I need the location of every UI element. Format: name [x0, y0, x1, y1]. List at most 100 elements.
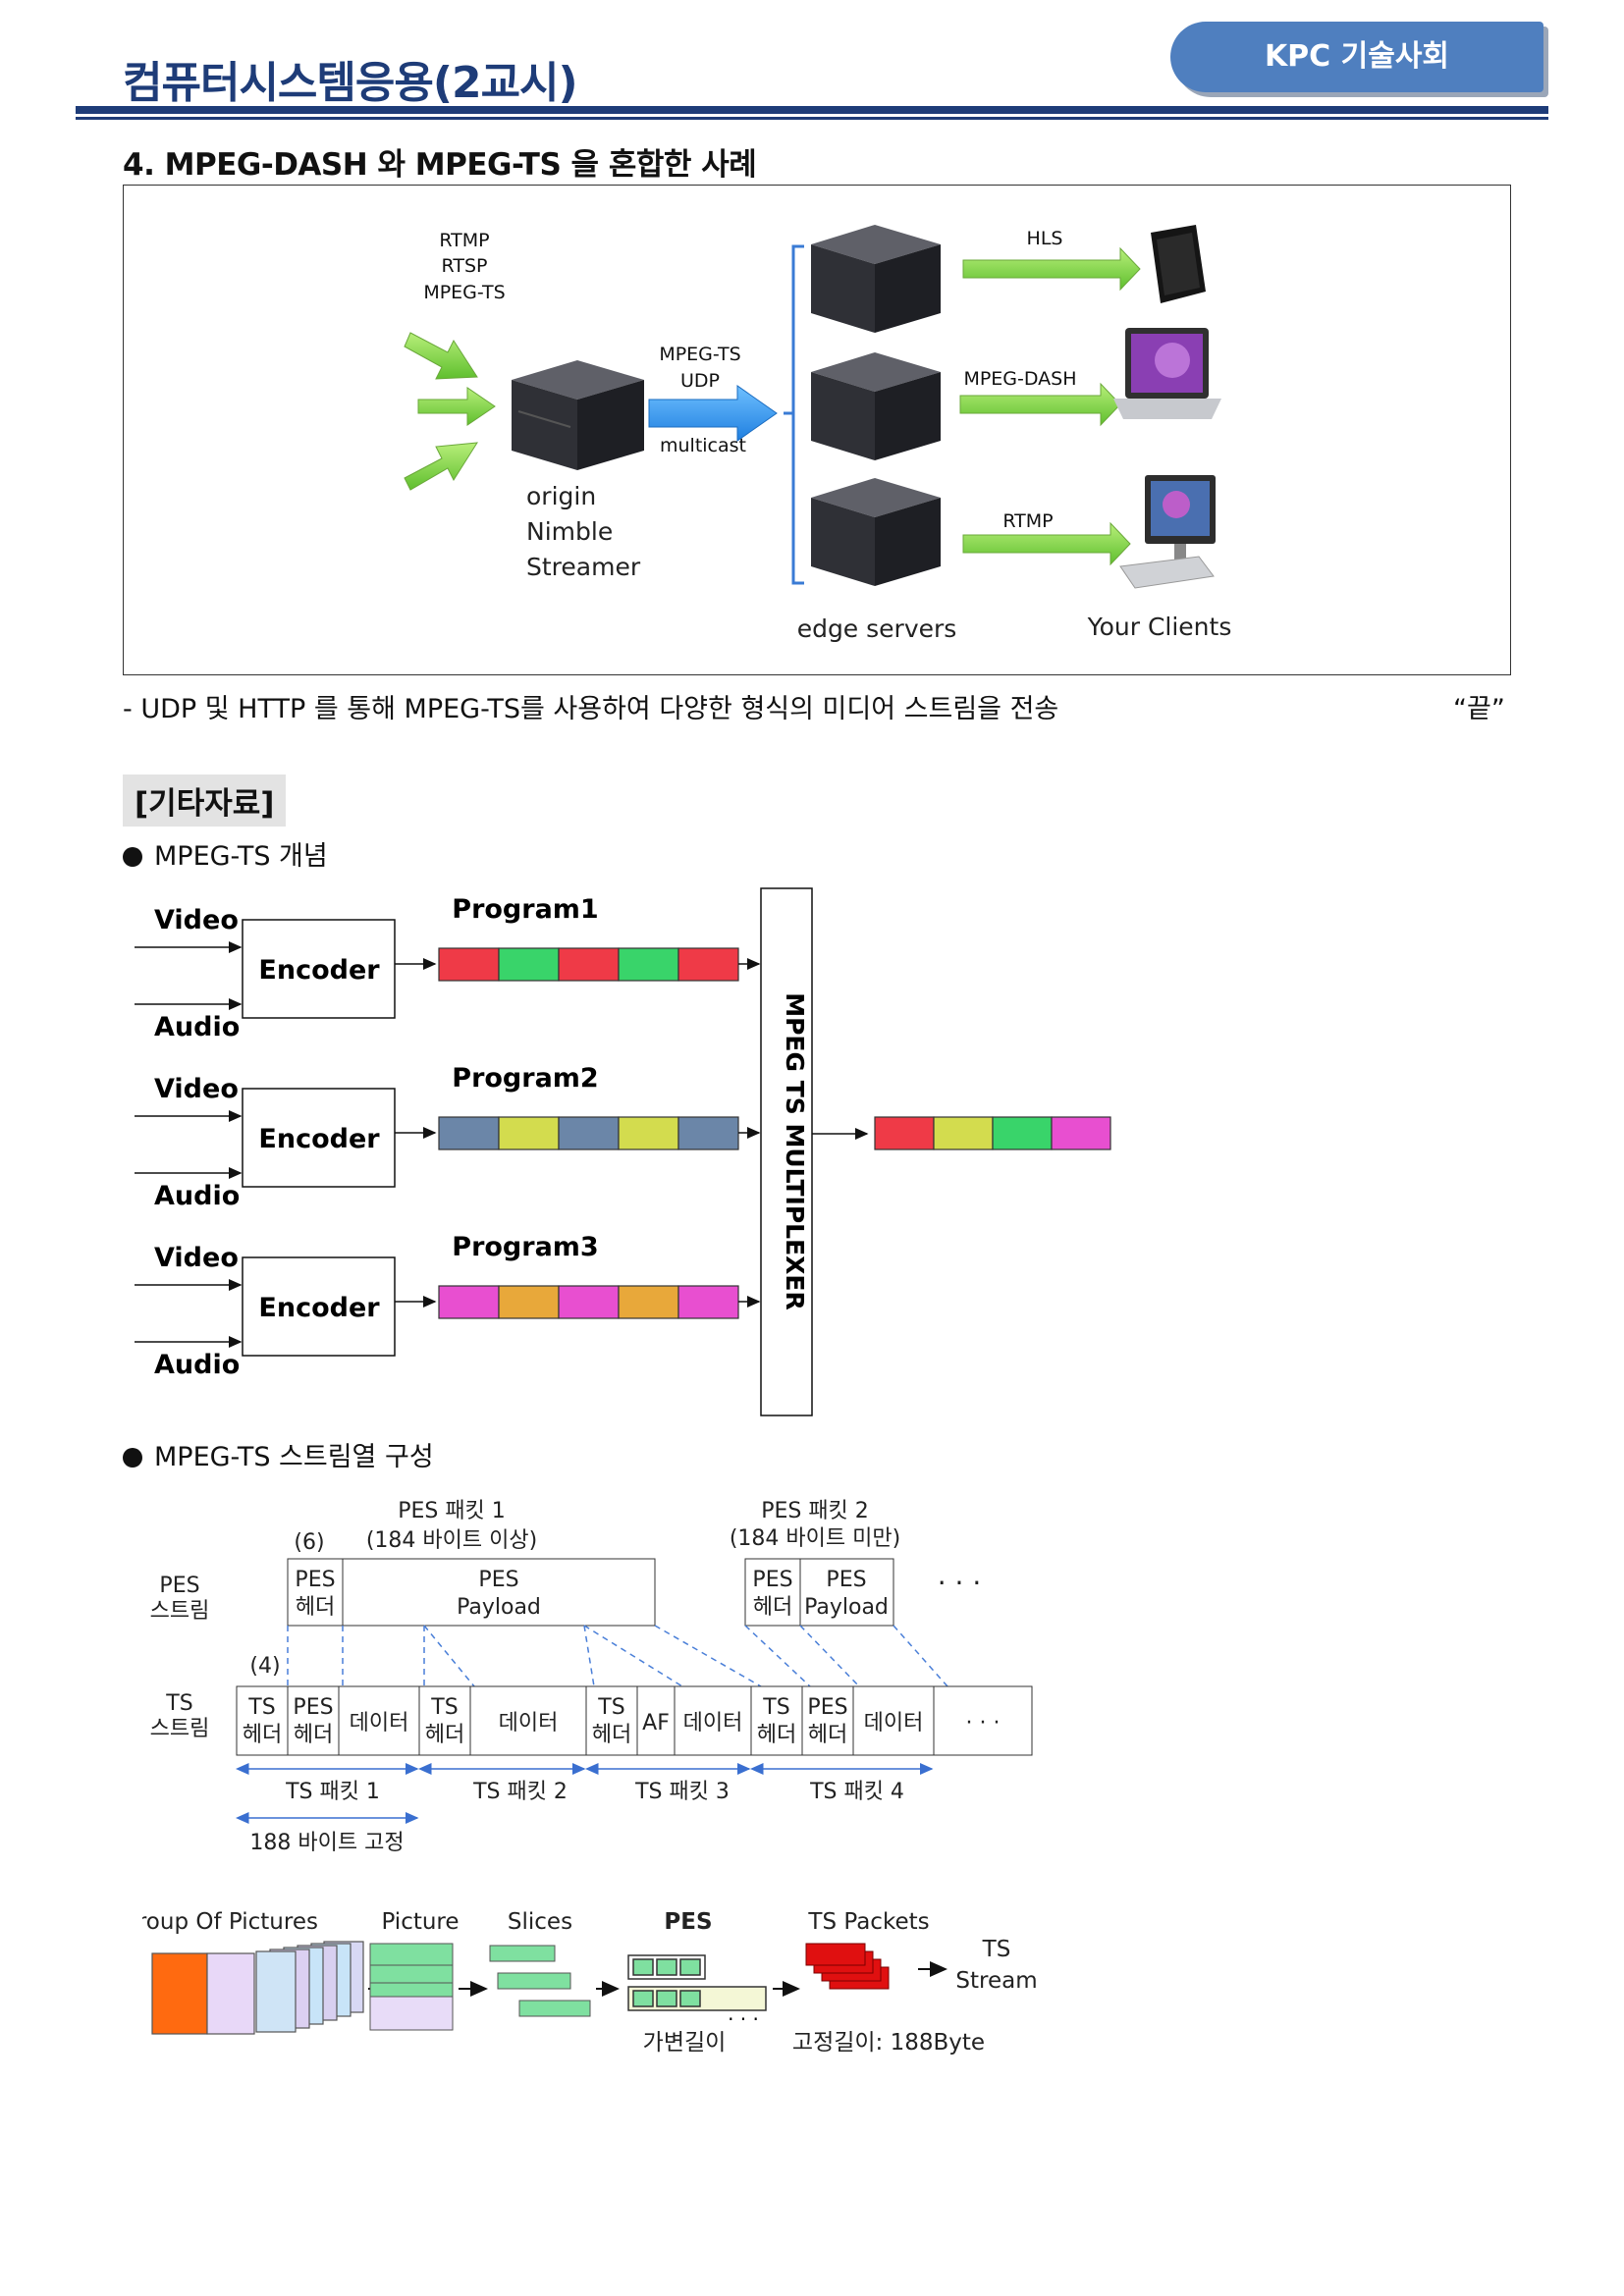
adaptation-field-text: AF	[642, 1711, 670, 1735]
pes-header-text: 헤더	[753, 1595, 792, 1620]
origin-label: origin	[526, 482, 596, 510]
pes-icon	[627, 1954, 767, 2011]
program-packet-block	[498, 947, 560, 982]
ts-header-size: (4)	[249, 1654, 280, 1679]
program-packet-block	[438, 1116, 500, 1150]
streaming-diagram: RTMP RTSP MPEG-TS origin Nimble Streamer…	[404, 225, 1232, 643]
edge-server-icon	[811, 478, 941, 586]
encoding-pipeline-diagram: Group Of Pictures Picture Slices PES TS …	[142, 1909, 1038, 2056]
link-label: MPEG-TS	[659, 344, 740, 365]
pes-payload-text: PES	[478, 1568, 518, 1592]
ts-header-text: 헤더	[757, 1723, 796, 1747]
ts-stream-label: Stream	[955, 1968, 1037, 1994]
ts-data-text: 데이터	[683, 1711, 743, 1735]
etc-material-label: [기타자료]	[123, 774, 287, 827]
diagram-caption: - UDP 및 HTTP 를 통해 MPEG-TS를 사용하여 다양한 형식의 …	[123, 694, 1059, 724]
ts-data-text: 데이터	[350, 1711, 409, 1735]
edge-servers-label: edge servers	[797, 614, 957, 643]
link-label: multicast	[660, 435, 746, 456]
encoder-box	[242, 1088, 396, 1188]
output-arrow	[959, 382, 1121, 427]
ts-header-text: 헤더	[243, 1723, 282, 1747]
encoder-label: Encoder	[258, 1124, 380, 1154]
origin-label: Streamer	[526, 553, 641, 581]
origin-label: Nimble	[526, 517, 613, 546]
output-arrow	[962, 521, 1131, 566]
audio-input-label: Audio	[154, 1350, 240, 1380]
ts-packets-icon	[805, 1943, 890, 1990]
pes-header-text: 헤더	[296, 1595, 335, 1620]
video-input-label: Video	[154, 1074, 239, 1104]
ts-data-text: 데이터	[499, 1711, 559, 1735]
output-protocol: HLS	[1027, 228, 1063, 249]
program-packet-block	[558, 1285, 620, 1319]
end-mark: “끝”	[1453, 694, 1505, 724]
ts-header-text: 헤더	[592, 1723, 631, 1747]
audio-input-label: Audio	[154, 1012, 240, 1042]
ts-stream-label: 스트림	[150, 1717, 210, 1741]
pes-packet1-label: PES 패킷 1	[398, 1499, 506, 1523]
section-title: 4. MPEG-DASH 와 MPEG-TS 을 혼합한 사례	[123, 147, 757, 183]
desktop-computer-icon	[1119, 475, 1216, 589]
tablet-icon	[1151, 225, 1206, 303]
encoder-box	[242, 1256, 396, 1357]
program-label: Program2	[452, 1063, 598, 1094]
laptop-icon	[1113, 328, 1221, 419]
bullet-dot-icon	[123, 1448, 142, 1468]
pes-header-text: 헤더	[294, 1723, 333, 1747]
pes-payload-text: Payload	[457, 1595, 541, 1620]
video-input-label: Video	[154, 1243, 239, 1273]
program-packet-block	[677, 1285, 739, 1319]
more-ellipsis: · · ·	[966, 1711, 1001, 1735]
output-arrow	[962, 246, 1141, 292]
picture-icon	[369, 1943, 454, 2031]
edge-bracket	[791, 244, 804, 585]
program-label: Program1	[452, 894, 598, 925]
input-protocol: RTSP	[442, 255, 488, 277]
slices-icon	[489, 1945, 591, 2017]
input-arrow	[404, 332, 478, 380]
pes-packet2-label: PES 패킷 2	[761, 1499, 869, 1523]
output-protocol: RTMP	[1002, 510, 1053, 532]
stage-label-ts-packets: TS Packets	[807, 1909, 929, 1935]
ts-packet-label: TS 패킷 2	[472, 1780, 568, 1804]
bullet-mpeg-ts-concept: MPEG-TS 개념	[123, 834, 328, 873]
kpc-badge: KPC 기술사회	[1170, 22, 1543, 92]
multiplexed-packet-block	[933, 1116, 994, 1150]
program-packet-block	[498, 1116, 560, 1150]
multiplexed-packet-block	[874, 1116, 935, 1150]
header-rule	[76, 106, 1548, 114]
edge-server-icon	[811, 352, 941, 460]
pes-header-size: (6)	[294, 1530, 324, 1555]
stage-label-slices: Slices	[508, 1909, 572, 1935]
mpeg-ts-multiplexer-diagram: VideoAudioEncoderProgram1VideoAudioEncod…	[135, 887, 1111, 1416]
program-packet-block	[498, 1285, 560, 1319]
ts-stream-label: TS	[165, 1691, 192, 1716]
input-protocol: RTMP	[439, 230, 489, 251]
ts-packet-label: TS 패킷 4	[809, 1780, 904, 1804]
ts-stream-label: TS	[982, 1937, 1011, 1962]
more-ellipsis: · · ·	[938, 1567, 982, 1599]
ts-header-text: TS	[762, 1695, 789, 1720]
encoder-label: Encoder	[258, 1293, 380, 1323]
pes-packet2-size: (184 바이트 미만)	[730, 1526, 900, 1551]
clients-label: Your Clients	[1087, 613, 1232, 641]
bullet-mpeg-ts-stream: MPEG-TS 스트림열 구성	[123, 1435, 434, 1473]
ts-packet-label: TS 패킷 1	[285, 1780, 380, 1804]
ts-header-text: TS	[430, 1695, 458, 1720]
pes-payload-text: PES	[826, 1568, 866, 1592]
multiplexed-packet-block	[992, 1116, 1053, 1150]
fixed-length-label: 고정길이: 188Byte	[792, 2030, 985, 2056]
input-arrow	[417, 387, 496, 426]
pes-ellipsis: · · ·	[728, 2007, 759, 2031]
ts-header-text: TS	[597, 1695, 624, 1720]
origin-server-icon	[512, 360, 644, 470]
program-packet-block	[677, 947, 739, 982]
ts-header-text: TS	[247, 1695, 275, 1720]
program-packet-block	[438, 1285, 500, 1319]
gop-frames-icon	[151, 1941, 364, 2035]
variable-length-label: 가변길이	[643, 2030, 727, 2056]
pes-payload-text: Payload	[804, 1595, 889, 1620]
multiplexer-box	[760, 887, 813, 1416]
program-packet-block	[618, 1116, 679, 1150]
